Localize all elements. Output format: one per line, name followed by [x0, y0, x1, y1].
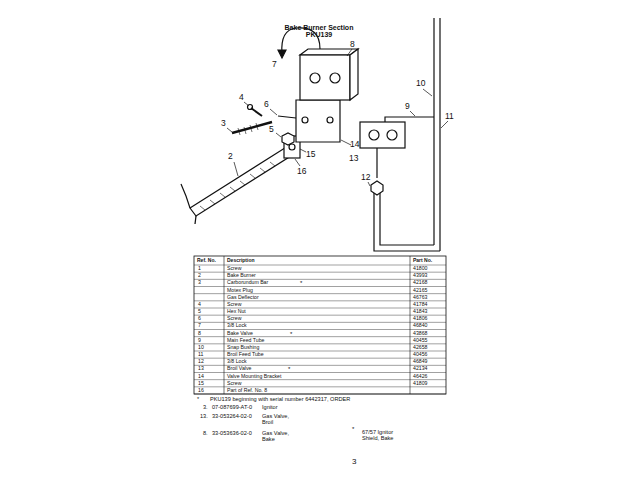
note-text: Ignitor: [262, 405, 278, 411]
table-cell: 5: [198, 309, 201, 314]
callout-number: 9: [405, 102, 410, 111]
note-text: PKU139 beginning with serial number 6442…: [210, 397, 350, 403]
table-cell: 4: [198, 302, 201, 307]
table-cell: Part of Ref. No. 8: [227, 388, 267, 393]
table-cell: 42165: [413, 288, 427, 293]
leader-lines: [227, 49, 448, 186]
table-cell: Carborundum Bar: [227, 280, 268, 285]
asterisk-mark: *: [290, 331, 292, 337]
table-cell: 10: [198, 345, 204, 350]
note-text: Gas Valve, Bake: [262, 431, 294, 443]
table-cell: Bake Burner: [227, 273, 256, 278]
callout-number: 7: [272, 60, 277, 69]
note-text: *: [197, 397, 199, 403]
table-cell: 3/8 Lock: [227, 359, 247, 364]
callout-number: 15: [306, 150, 315, 159]
table-cell: 40456: [413, 352, 427, 357]
callout-number: 5: [269, 125, 274, 134]
table-cell: Bake Valve: [227, 331, 253, 336]
table-header: Ref. No.: [197, 258, 216, 263]
table-cell: 16: [198, 388, 204, 393]
table-cell: 43993: [413, 273, 427, 278]
table-cell: 41843: [413, 309, 427, 314]
table-cell: 42134: [413, 366, 427, 371]
note-text: 33-053264-02-0: [212, 414, 252, 420]
table-cell: Screw: [227, 316, 241, 321]
callout-number: 8: [350, 40, 355, 49]
exploded-view: [181, 18, 446, 394]
table-cell: 1: [198, 266, 201, 271]
table-cell: 42168: [413, 280, 427, 285]
callout-number: 11: [445, 112, 454, 121]
callout-number: 2: [228, 152, 233, 161]
callout-number: 6: [264, 100, 269, 109]
note-text: 67/57 Ignitor Shield, Bake: [362, 430, 400, 442]
callout-number: 14: [350, 140, 359, 149]
note-text: Gas Valve, Broil: [262, 414, 294, 426]
callout-number: 3: [221, 119, 226, 128]
table-cell: 41809: [413, 381, 427, 386]
table-cell: 15: [198, 381, 204, 386]
table-cell: 13: [198, 366, 204, 371]
note-text: 13.: [200, 414, 208, 420]
table-cell: Broil Valve: [227, 366, 251, 371]
callout-number: 12: [361, 173, 370, 182]
callout-number: 10: [416, 79, 425, 88]
table-cell: 46426: [413, 374, 427, 379]
table-cell: 46849: [413, 359, 427, 364]
table-cell: 46763: [413, 295, 427, 300]
title: Bake Burner Section PKU139: [282, 24, 356, 39]
table-cell: Motex Plug: [227, 288, 253, 293]
table-cell: 9: [198, 338, 201, 343]
table-cell: 41784: [413, 302, 427, 307]
table-cell: Screw: [227, 266, 241, 271]
table-cell: 40455: [413, 338, 427, 343]
table-cell: Hex Nut: [227, 309, 246, 314]
table-cell: Main Feed Tube: [227, 338, 265, 343]
note-text: 3.: [203, 405, 208, 411]
table-cell: 7: [198, 323, 201, 328]
table-header: Part No.: [413, 258, 432, 263]
page-number: 3: [352, 458, 356, 466]
table-cell: 2: [198, 273, 201, 278]
table-cell: 8: [198, 331, 201, 336]
table-cell: Valve Mounting Bracket: [227, 374, 281, 379]
table-header: Description: [227, 258, 255, 263]
table-cell: 3: [198, 280, 201, 285]
note-text: 8.: [203, 431, 208, 437]
table-cell: 14: [198, 374, 204, 379]
table-cell: Snap Bushing: [227, 345, 259, 350]
note-text: *: [352, 426, 354, 432]
table-cell: 12: [198, 359, 204, 364]
asterisk-mark: *: [300, 280, 302, 286]
table-cell: Gas Deflector: [227, 295, 259, 300]
table-cell: 41806: [413, 316, 427, 321]
table-cell: 46840: [413, 323, 427, 328]
table-cell: 6: [198, 316, 201, 321]
table-cell: 43868: [413, 331, 427, 336]
callout-number: 16: [297, 167, 306, 176]
table-cell: 42658: [413, 345, 427, 350]
table-cell: 3/8 Lock: [227, 323, 247, 328]
callout-number: 4: [239, 93, 244, 102]
table-rule: [194, 394, 446, 395]
table-cell: Screw: [227, 302, 241, 307]
asterisk-mark: *: [288, 366, 290, 372]
note-text: 07-087699-AT-0: [212, 405, 252, 411]
note-text: 33-053636-02-0: [212, 431, 252, 437]
callout-number: 13: [349, 154, 358, 163]
table-cell: Broil Feed Tube: [227, 352, 264, 357]
table-cell: 41800: [413, 266, 427, 271]
table-cell: 11: [198, 352, 203, 357]
table-cell: Screw: [227, 381, 241, 386]
